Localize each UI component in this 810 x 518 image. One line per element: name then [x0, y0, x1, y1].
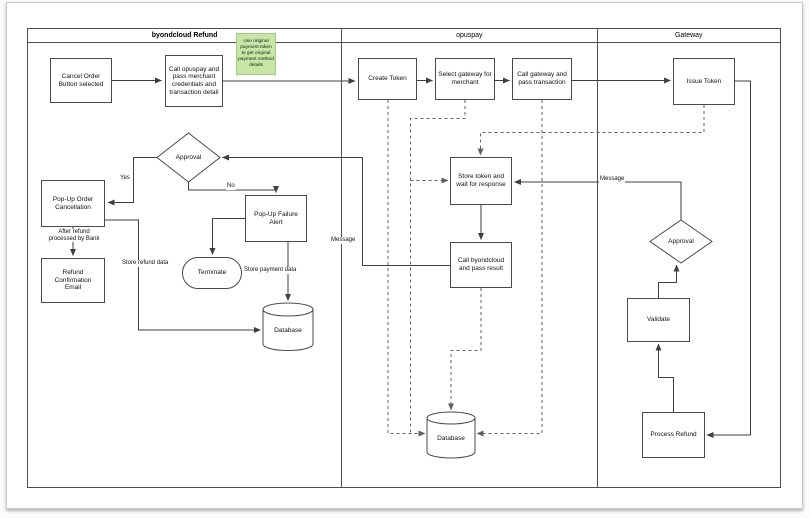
edge-processrefund-to-validate	[655, 343, 674, 412]
node-create-token-label: Create Token	[368, 75, 407, 83]
edge-label-store-payment-data: Store payment data	[243, 267, 298, 274]
node-create-token: Create Token	[358, 58, 417, 100]
edge-createtoken-to-database2	[387, 100, 426, 437]
node-store-token: Store token and wait for response	[450, 157, 512, 205]
node-popup-order-cancellation-label: Pop-Up Order Cancellation	[52, 195, 94, 211]
node-store-token-label: Store token and wait for response	[456, 173, 506, 188]
edge-label-yes: Yes	[119, 175, 131, 182]
node-terminate: Terminate	[182, 257, 242, 289]
node-select-gateway-label: Select gateway for merchant	[438, 71, 492, 86]
edge-label-store-refund-data: Store refund data	[121, 260, 170, 267]
node-call-gateway-label: Call gateway and pass transaction	[517, 71, 567, 86]
lane-byondcloud-refund: byondcloud Refund	[28, 29, 342, 487]
edge-failure-to-terminate	[209, 218, 245, 255]
node-validate: Validate	[627, 298, 690, 342]
node-select-gateway: Select gateway for merchant	[435, 58, 495, 100]
note-use-original-token-text: Use original payment token to get origin…	[238, 39, 274, 68]
edge-approval-yes	[107, 157, 157, 206]
lane-title-byondcloud-refund: byondcloud Refund	[28, 29, 342, 43]
node-popup-failure-alert: Pop-Up Failure Alert	[245, 195, 307, 242]
database-opuspay-cylinder	[426, 411, 476, 459]
database-byondcloud-cylinder-top	[262, 309, 314, 317]
edge-validate-to-approval2	[658, 264, 680, 298]
node-popup-order-cancellation: Pop-Up Order Cancellation	[41, 180, 105, 227]
database-byondcloud-cylinder	[262, 302, 314, 351]
node-call-gateway: Call gateway and pass transaction	[512, 58, 572, 100]
note-use-original-token: Use original payment token to get origin…	[236, 33, 276, 75]
node-issue-token-label: Issue Token	[686, 77, 722, 85]
edge-issuetoken-to-processrefund	[706, 80, 751, 438]
node-call-opuspay-label: Call opuspay and pass merchant credentia…	[168, 65, 220, 96]
node-refund-confirmation-email-label: Refund Confirmation Email	[54, 269, 92, 292]
edge-issuetoken-to-storetoken	[477, 105, 705, 156]
node-validate-label: Validate	[646, 316, 670, 324]
node-terminate-label: Terminate	[197, 269, 227, 277]
node-refund-confirmation-email: Refund Confirmation Email	[41, 258, 105, 303]
edge-selectgateway-to-database2	[410, 100, 466, 434]
lane-title-gateway: Gateway	[597, 29, 781, 43]
node-process-refund: Process Refund	[642, 412, 705, 458]
decision-approval-byondcloud	[156, 132, 221, 183]
edge-approval2-to-storetoken	[514, 179, 682, 220]
edge-label-message-gateway: Message	[599, 176, 626, 183]
edge-label-no: No	[226, 183, 236, 190]
lane-gateway: Gateway	[596, 29, 781, 487]
node-issue-token: Issue Token	[673, 58, 735, 105]
edge-popupcancel-to-database	[105, 219, 261, 333]
node-call-byondcloud-label: Call byondcloud and pass result	[457, 257, 505, 272]
node-cancel-order: Cancel Order Button selected	[50, 58, 112, 103]
node-call-byondcloud: Call byondcloud and pass result	[450, 242, 512, 288]
node-popup-failure-alert-label: Pop-Up Failure Alert	[254, 210, 298, 226]
edge-callbyondcloud-to-database2	[448, 288, 482, 411]
edge-label-message-byondcloud: Message	[330, 237, 357, 244]
database-opuspay-cylinder-top	[426, 417, 476, 425]
node-process-refund-label: Process Refund	[650, 431, 697, 439]
edge-label-after-refund: After refund processed by Bank	[36, 229, 112, 243]
edge-callbyondcloud-to-approval	[222, 154, 450, 266]
decision-approval-gateway	[649, 219, 713, 264]
lane-title-opuspay: opuspay	[342, 29, 597, 43]
node-call-opuspay: Call opuspay and pass merchant credentia…	[165, 55, 223, 107]
node-cancel-order-label: Cancel Order Button selected	[58, 72, 104, 88]
edge-approval-no	[188, 182, 279, 193]
swimlane-pool: byondcloud Refund opuspay Gateway	[27, 28, 781, 488]
lane-opuspay: opuspay	[341, 29, 597, 487]
